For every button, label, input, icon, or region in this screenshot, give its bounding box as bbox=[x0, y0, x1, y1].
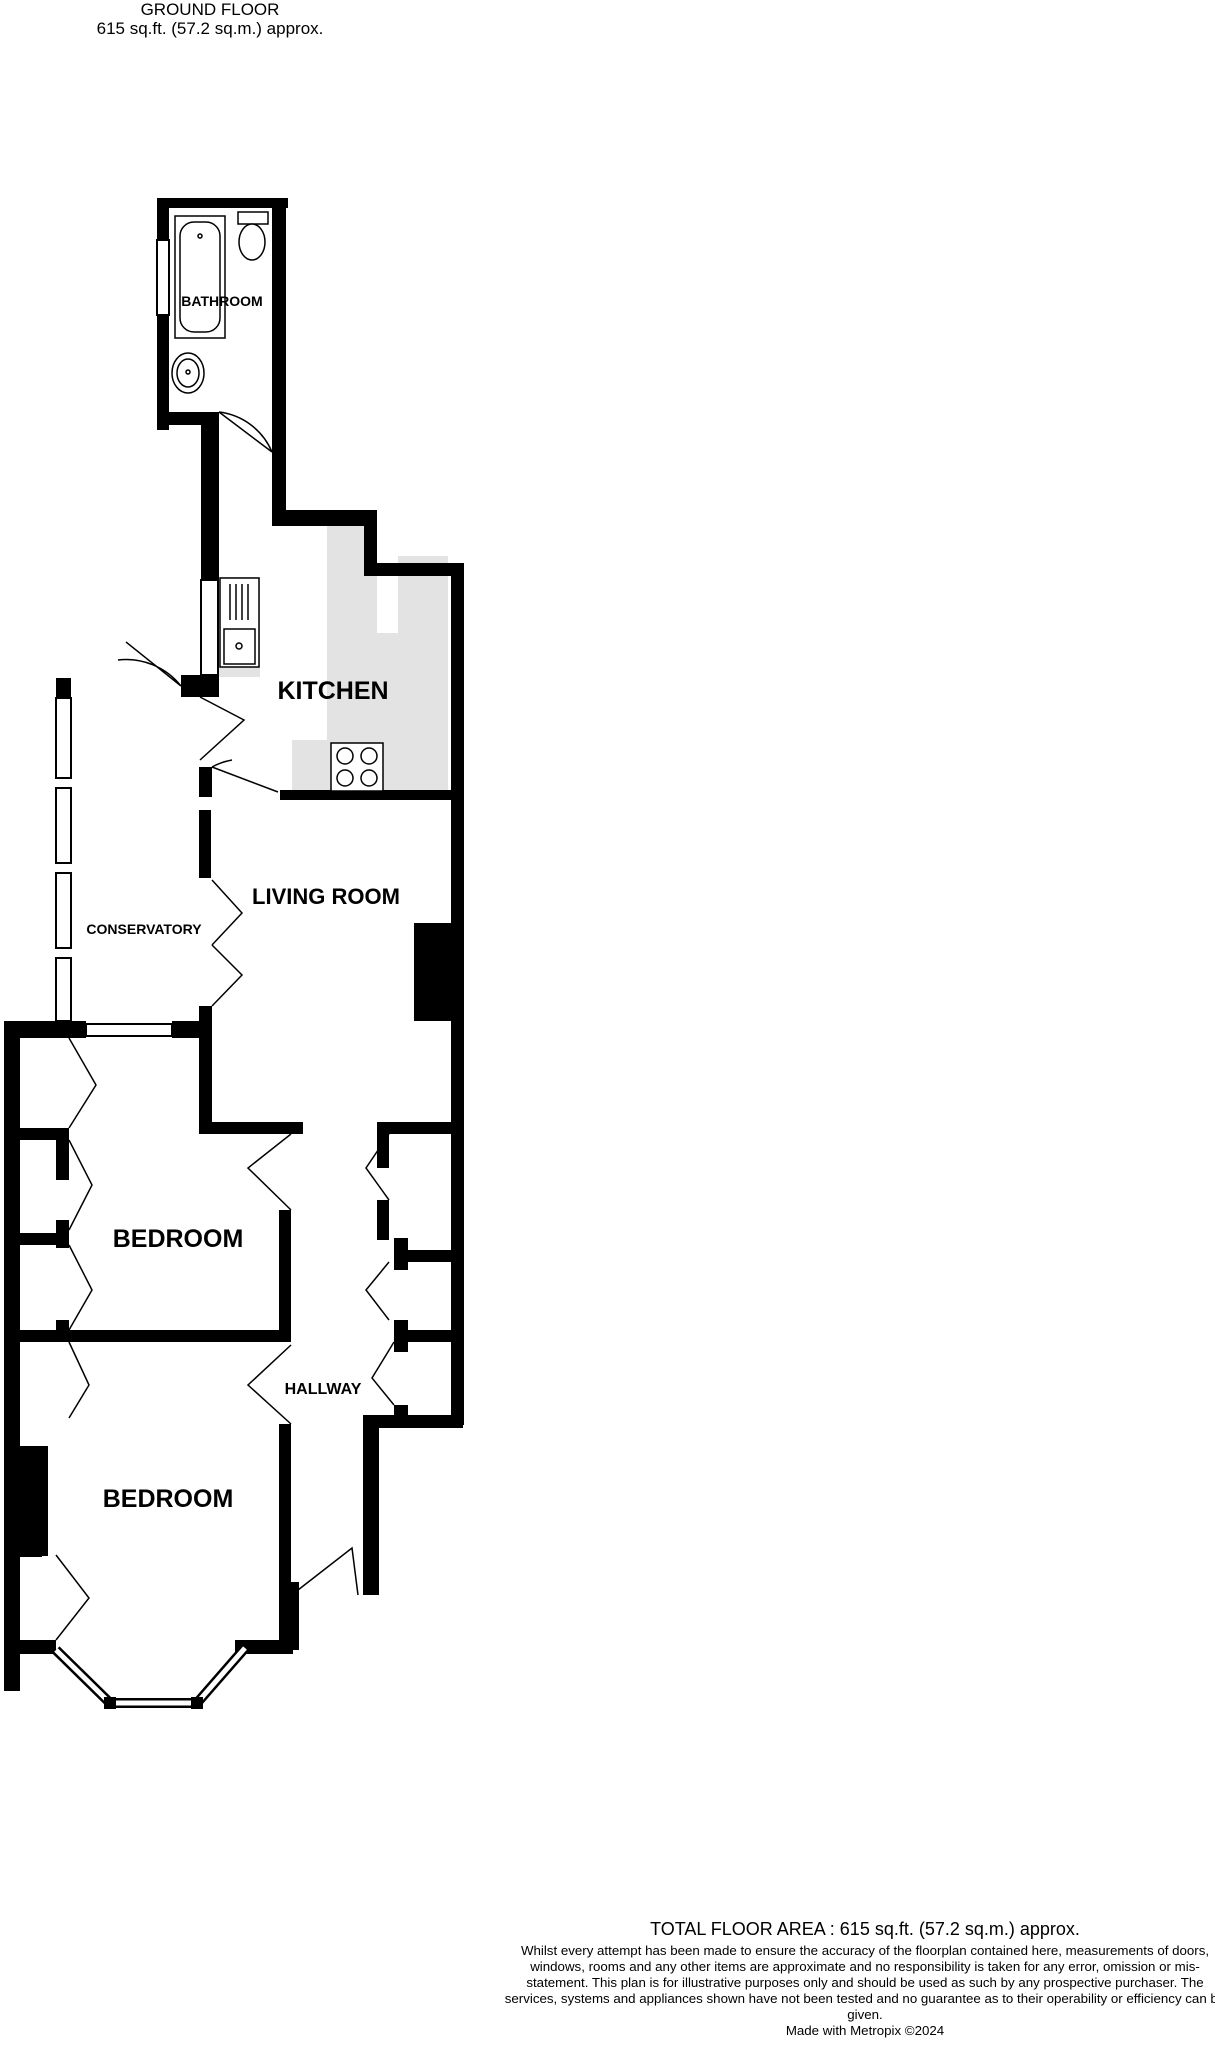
door-swing-icon bbox=[246, 1344, 292, 1425]
door-swing-icon bbox=[297, 1546, 359, 1596]
door-swing-icon bbox=[55, 1554, 90, 1641]
basin-icon bbox=[171, 352, 205, 394]
door-swing-icon bbox=[365, 1261, 390, 1321]
bathtub-icon bbox=[174, 215, 226, 339]
door-swing-icon bbox=[68, 1244, 93, 1331]
room-label-kitchen: KITCHEN bbox=[277, 677, 388, 705]
toilet-icon bbox=[237, 211, 269, 261]
door-swing-icon bbox=[371, 1341, 395, 1406]
window-icon bbox=[55, 787, 72, 864]
window-icon bbox=[85, 1023, 173, 1037]
window-icon bbox=[156, 239, 170, 316]
window-icon bbox=[55, 697, 72, 779]
disclaimer-text: Whilst every attempt has been made to en… bbox=[504, 1943, 1215, 2022]
room-label-conservatory: CONSERVATORY bbox=[86, 921, 202, 937]
door-swing-icon bbox=[246, 1133, 292, 1211]
room-labels: BATHROOM KITCHEN LIVING ROOM CONSERVATOR… bbox=[86, 293, 400, 1513]
floor-title: GROUND FLOOR bbox=[140, 0, 280, 19]
room-label-living-room: LIVING ROOM bbox=[252, 884, 400, 909]
window-icon bbox=[55, 957, 72, 1022]
sink-icon bbox=[219, 577, 260, 668]
room-label-bedroom: BEDROOM bbox=[103, 1485, 234, 1513]
door-swing-icon bbox=[68, 1139, 93, 1231]
room-label-hallway: HALLWAY bbox=[285, 1381, 362, 1398]
credit-text: Made with Metropix ©2024 bbox=[785, 2023, 945, 2038]
door-swing-icon bbox=[68, 1037, 97, 1129]
door-swing-icon bbox=[211, 759, 279, 793]
door-swing-icon bbox=[365, 1133, 390, 1201]
door-swing-icon bbox=[117, 641, 182, 687]
total-floor-area: TOTAL FLOOR AREA : 615 sq.ft. (57.2 sq.m… bbox=[650, 1919, 1080, 1939]
window-icon bbox=[55, 872, 72, 949]
doors bbox=[55, 411, 395, 1641]
room-label-bathroom: BATHROOM bbox=[181, 293, 262, 309]
door-swing-icon bbox=[218, 411, 273, 453]
room-label-bedroom: BEDROOM bbox=[113, 1225, 244, 1253]
floor-area: 615 sq.ft. (57.2 sq.m.) approx. bbox=[96, 19, 324, 38]
windows bbox=[52, 239, 249, 1709]
hob-icon bbox=[330, 742, 384, 792]
floor-header: GROUND FLOOR 615 sq.ft. (57.2 sq.m.) app… bbox=[0, 0, 420, 38]
walls bbox=[4, 198, 464, 1691]
door-swing-icon bbox=[211, 879, 244, 946]
fixtures bbox=[171, 211, 384, 792]
door-swing-icon bbox=[211, 944, 244, 1007]
window-icon bbox=[200, 579, 219, 676]
door-swing-icon bbox=[199, 696, 246, 761]
door-swing-icon bbox=[68, 1341, 90, 1419]
floorplan-footer: TOTAL FLOOR AREA : 615 sq.ft. (57.2 sq.m… bbox=[500, 1918, 1215, 2039]
